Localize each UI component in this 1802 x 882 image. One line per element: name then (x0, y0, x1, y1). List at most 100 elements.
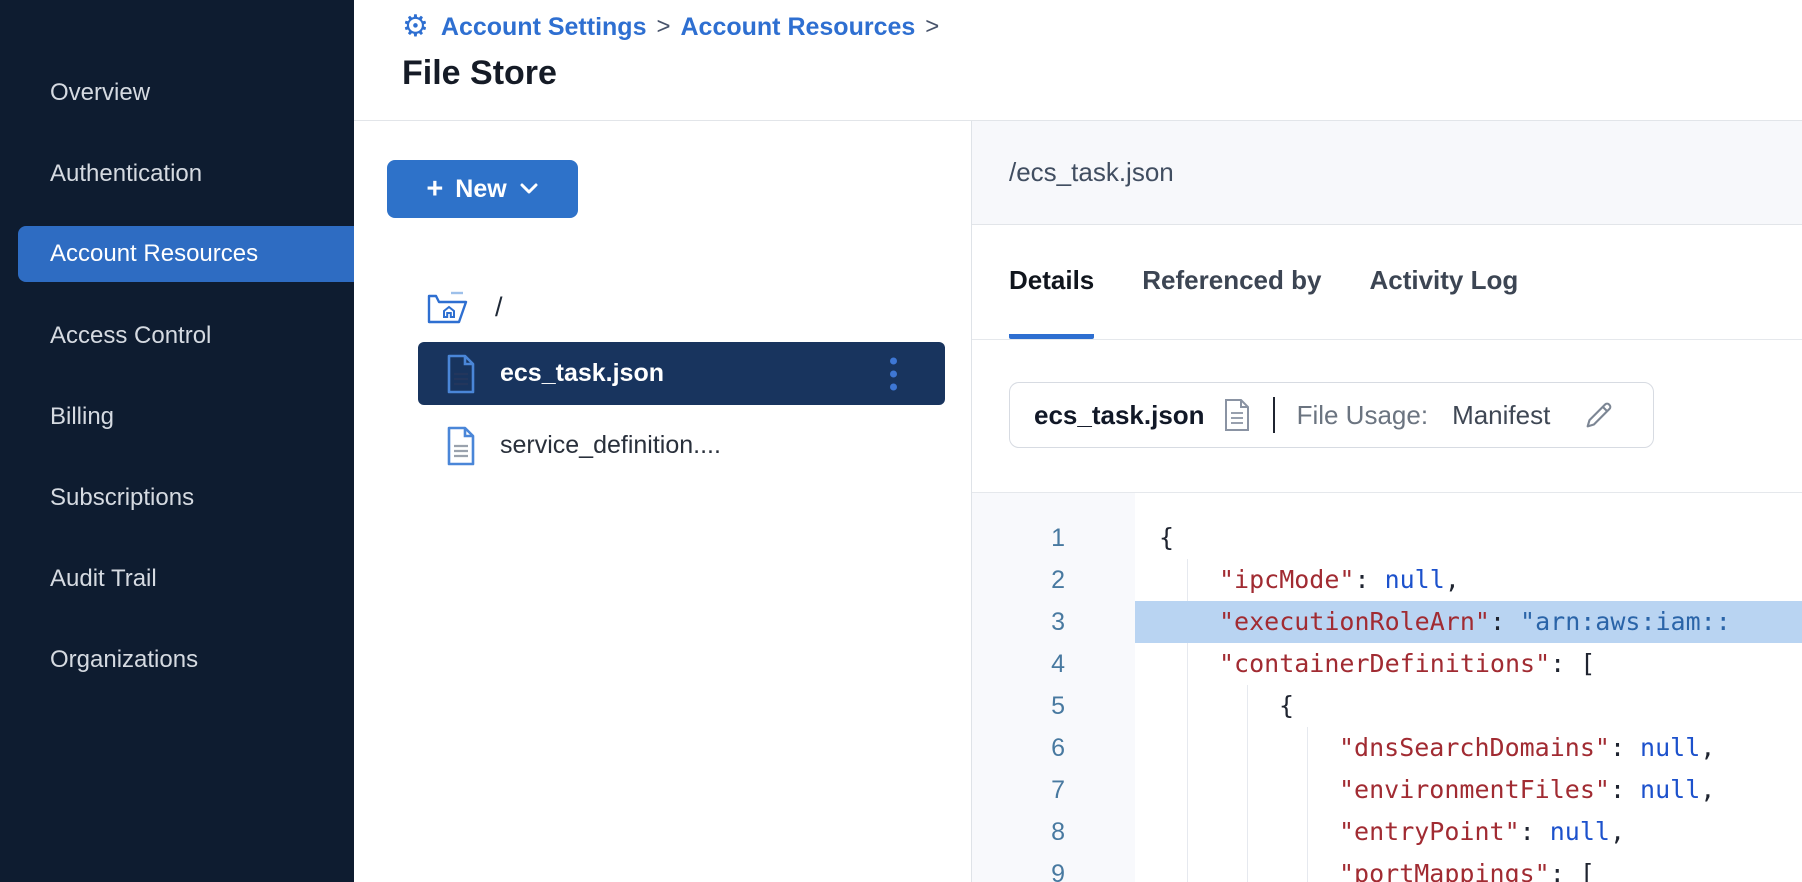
breadcrumb-separator: > (656, 13, 671, 40)
line-number: 3 (1051, 608, 1065, 636)
indent-guide (1219, 685, 1279, 727)
code-token: : [ (1549, 859, 1595, 882)
line-number: 9 (1051, 860, 1065, 882)
code-line: 5{ (972, 685, 1802, 727)
indent-guide (1159, 727, 1219, 769)
code-line: 4"containerDefinitions": [ (972, 643, 1802, 685)
root-folder-row[interactable]: / (354, 281, 971, 333)
sidebar-item-access-control[interactable]: Access Control (50, 321, 212, 349)
line-number: 4 (1051, 650, 1065, 678)
root-path-label: / (495, 291, 503, 322)
code-token: "ipcMode" (1219, 565, 1355, 594)
tab-details[interactable]: Details (1009, 265, 1095, 339)
line-number: 5 (1051, 692, 1065, 720)
line-number: 7 (1051, 776, 1065, 804)
code-line: 1{ (972, 517, 1802, 559)
code-token: "portMappings" (1339, 859, 1550, 882)
sidebar-item-subscriptions[interactable]: Subscriptions (50, 483, 195, 511)
indent-guide (1159, 769, 1219, 811)
file-row[interactable]: service_definition.... (418, 414, 945, 477)
code-token: { (1159, 523, 1175, 552)
edit-usage-button[interactable] (1582, 398, 1616, 432)
code-token: { (1279, 691, 1295, 720)
code-line-content: "entryPoint": null, (1135, 811, 1802, 853)
breadcrumb-links: Account Settings > Account Resources > (441, 13, 939, 42)
file-list-panel: + New / ecs_task.json service_definition… (354, 121, 971, 882)
code-token: null (1640, 775, 1701, 804)
code-token: null (1549, 817, 1610, 846)
tab-activity-log[interactable]: Activity Log (1369, 265, 1519, 295)
code-token: , (1609, 817, 1626, 846)
indent-guide (1279, 769, 1339, 811)
indent-guide (1279, 727, 1339, 769)
breadcrumb: ⚙ Account Settings > Account Resources > (402, 10, 1802, 44)
file-name-label: ecs_task.json (1034, 399, 1205, 430)
code-line: 8 "entryPoint": null, (972, 811, 1802, 853)
page-title: File Store (402, 54, 557, 92)
indent-guide (1219, 727, 1279, 769)
sidebar-item-billing[interactable]: Billing (50, 402, 115, 430)
code-line-content: "ipcMode": null, (1135, 559, 1802, 601)
new-button[interactable]: + New (387, 160, 578, 218)
code-line-content: "executionRoleArn": "arn:aws:iam:: (1135, 601, 1802, 643)
code-token: : (1519, 817, 1550, 846)
indent-guide (1159, 685, 1219, 727)
breadcrumb-link[interactable]: Account Settings (440, 12, 647, 41)
code-line-content: "dnsSearchDomains": null, (1135, 727, 1802, 769)
breadcrumb-separator: > (925, 13, 940, 40)
tab-bar: Details Referenced by Activity Log (972, 225, 1802, 340)
code-token: "arn:aws:iam:: (1520, 607, 1731, 636)
file-name: ecs_task.json (500, 359, 664, 387)
code-token: , (1444, 565, 1460, 594)
indent-guide (1159, 811, 1219, 853)
code-token: "dnsSearchDomains" (1339, 733, 1610, 762)
indent-guide (1219, 769, 1279, 811)
indent-guide (1279, 811, 1339, 853)
line-number: 6 (1051, 734, 1065, 762)
sidebar-item-audit-trail[interactable]: Audit Trail (50, 564, 157, 592)
kebab-menu-icon[interactable] (890, 357, 897, 390)
sidebar-item-authentication[interactable]: Authentication (50, 159, 203, 187)
code-line: 6 "dnsSearchDomains": null, (972, 727, 1802, 769)
code-token: "executionRoleArn" (1219, 607, 1490, 636)
file-usage-label: File Usage: (1296, 399, 1429, 430)
code-line: 3 "executionRoleArn": "arn:aws:iam:: (972, 601, 1802, 643)
code-token: : (1609, 775, 1641, 804)
sidebar-item-organizations[interactable]: Organizations (50, 645, 199, 673)
line-number: 2 (1051, 566, 1065, 594)
code-token: , (1700, 733, 1716, 762)
file-icon (447, 426, 475, 465)
tab-referenced-by[interactable]: Referenced by (1142, 265, 1322, 295)
line-number: 8 (1051, 818, 1065, 846)
line-number: 1 (1051, 524, 1065, 552)
code-line-content: { (1135, 517, 1802, 559)
file-name: service_definition.... (500, 431, 721, 459)
code-token: : (1609, 733, 1641, 762)
document-icon[interactable] (1223, 398, 1251, 432)
code-token: : [ (1550, 649, 1596, 678)
file-row[interactable]: ecs_task.json (418, 342, 945, 405)
sidebar-item-account-resources[interactable]: Account Resources (18, 226, 354, 282)
breadcrumb-link[interactable]: Account Resources (680, 12, 916, 41)
file-icon (447, 354, 475, 393)
code-line-content: { (1135, 685, 1802, 727)
indent-guide (1219, 853, 1279, 882)
file-tree: / ecs_task.json service_definition.... (354, 281, 971, 477)
code-line: 7"environmentFiles": null, (972, 769, 1802, 811)
indent-guide (1159, 643, 1219, 685)
code-token: : (1354, 565, 1385, 594)
file-info-box: ecs_task.json File Usage: Manifest (1009, 382, 1654, 448)
sidebar-item-overview[interactable]: Overview (50, 78, 151, 106)
indent-guide (1279, 853, 1339, 882)
divider (1272, 397, 1275, 433)
indent-guide (1159, 601, 1219, 643)
code-token: : (1489, 607, 1521, 636)
indent-guide (1159, 853, 1219, 882)
code-token: null (1640, 733, 1701, 762)
gear-icon: ⚙ (402, 10, 429, 43)
plus-icon: + (426, 172, 444, 205)
code-token: , (1700, 775, 1716, 804)
